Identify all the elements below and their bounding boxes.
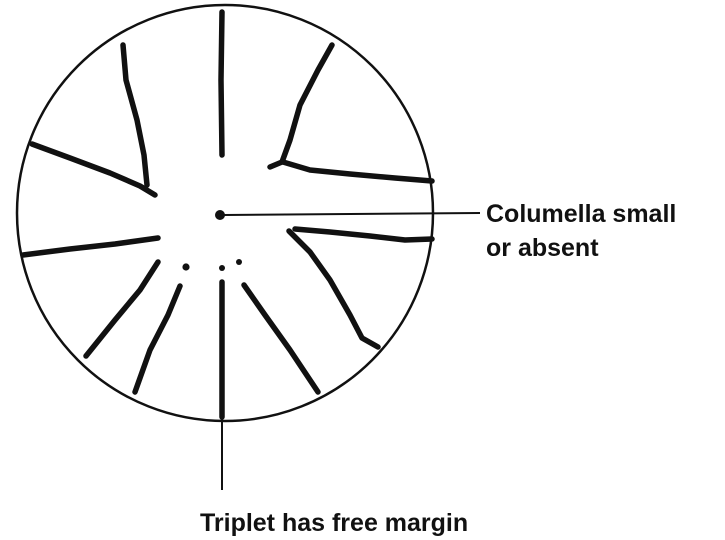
columella-dot xyxy=(215,210,225,220)
septum-right-lower xyxy=(286,228,381,350)
triplet-label: Triplet has free margin xyxy=(200,509,469,537)
triplet-dot-3 xyxy=(236,259,242,265)
septum-left-lower xyxy=(20,235,161,258)
septum-lower-left-outer xyxy=(83,259,161,359)
septum-right-middle xyxy=(292,226,435,243)
septum-lower-left-inner xyxy=(132,283,183,395)
columella-label-line-1: Columella small xyxy=(486,200,677,228)
septum-upper-right xyxy=(267,42,335,170)
columella-label: Columella small or absent xyxy=(486,197,676,265)
septum-top xyxy=(218,9,225,158)
septum-right-upper xyxy=(280,159,435,184)
columella-label-line-2: or absent xyxy=(486,234,599,262)
columella-leader-line xyxy=(223,212,481,216)
septum-lower-right xyxy=(241,282,321,395)
triplet-dot-1 xyxy=(182,263,190,271)
septum-left-upper xyxy=(29,141,158,198)
triplet-dot-2 xyxy=(219,265,225,271)
septum-upper-left xyxy=(120,42,150,188)
